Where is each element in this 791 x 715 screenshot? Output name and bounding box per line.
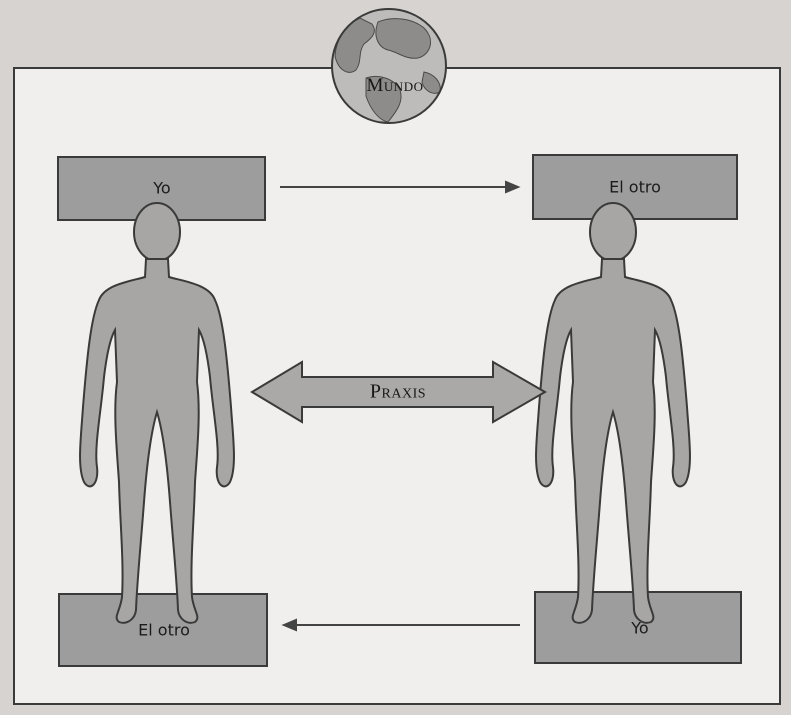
box-top-right-label: El otro	[609, 178, 661, 197]
box-top-left-label: Yo	[153, 179, 170, 198]
globe-icon	[332, 9, 446, 123]
world-label: Mundo	[367, 75, 424, 97]
praxis-label: Praxis	[370, 381, 426, 404]
box-bottom-right-label: Yo	[631, 619, 648, 638]
box-bottom-left-label: El otro	[138, 621, 190, 640]
